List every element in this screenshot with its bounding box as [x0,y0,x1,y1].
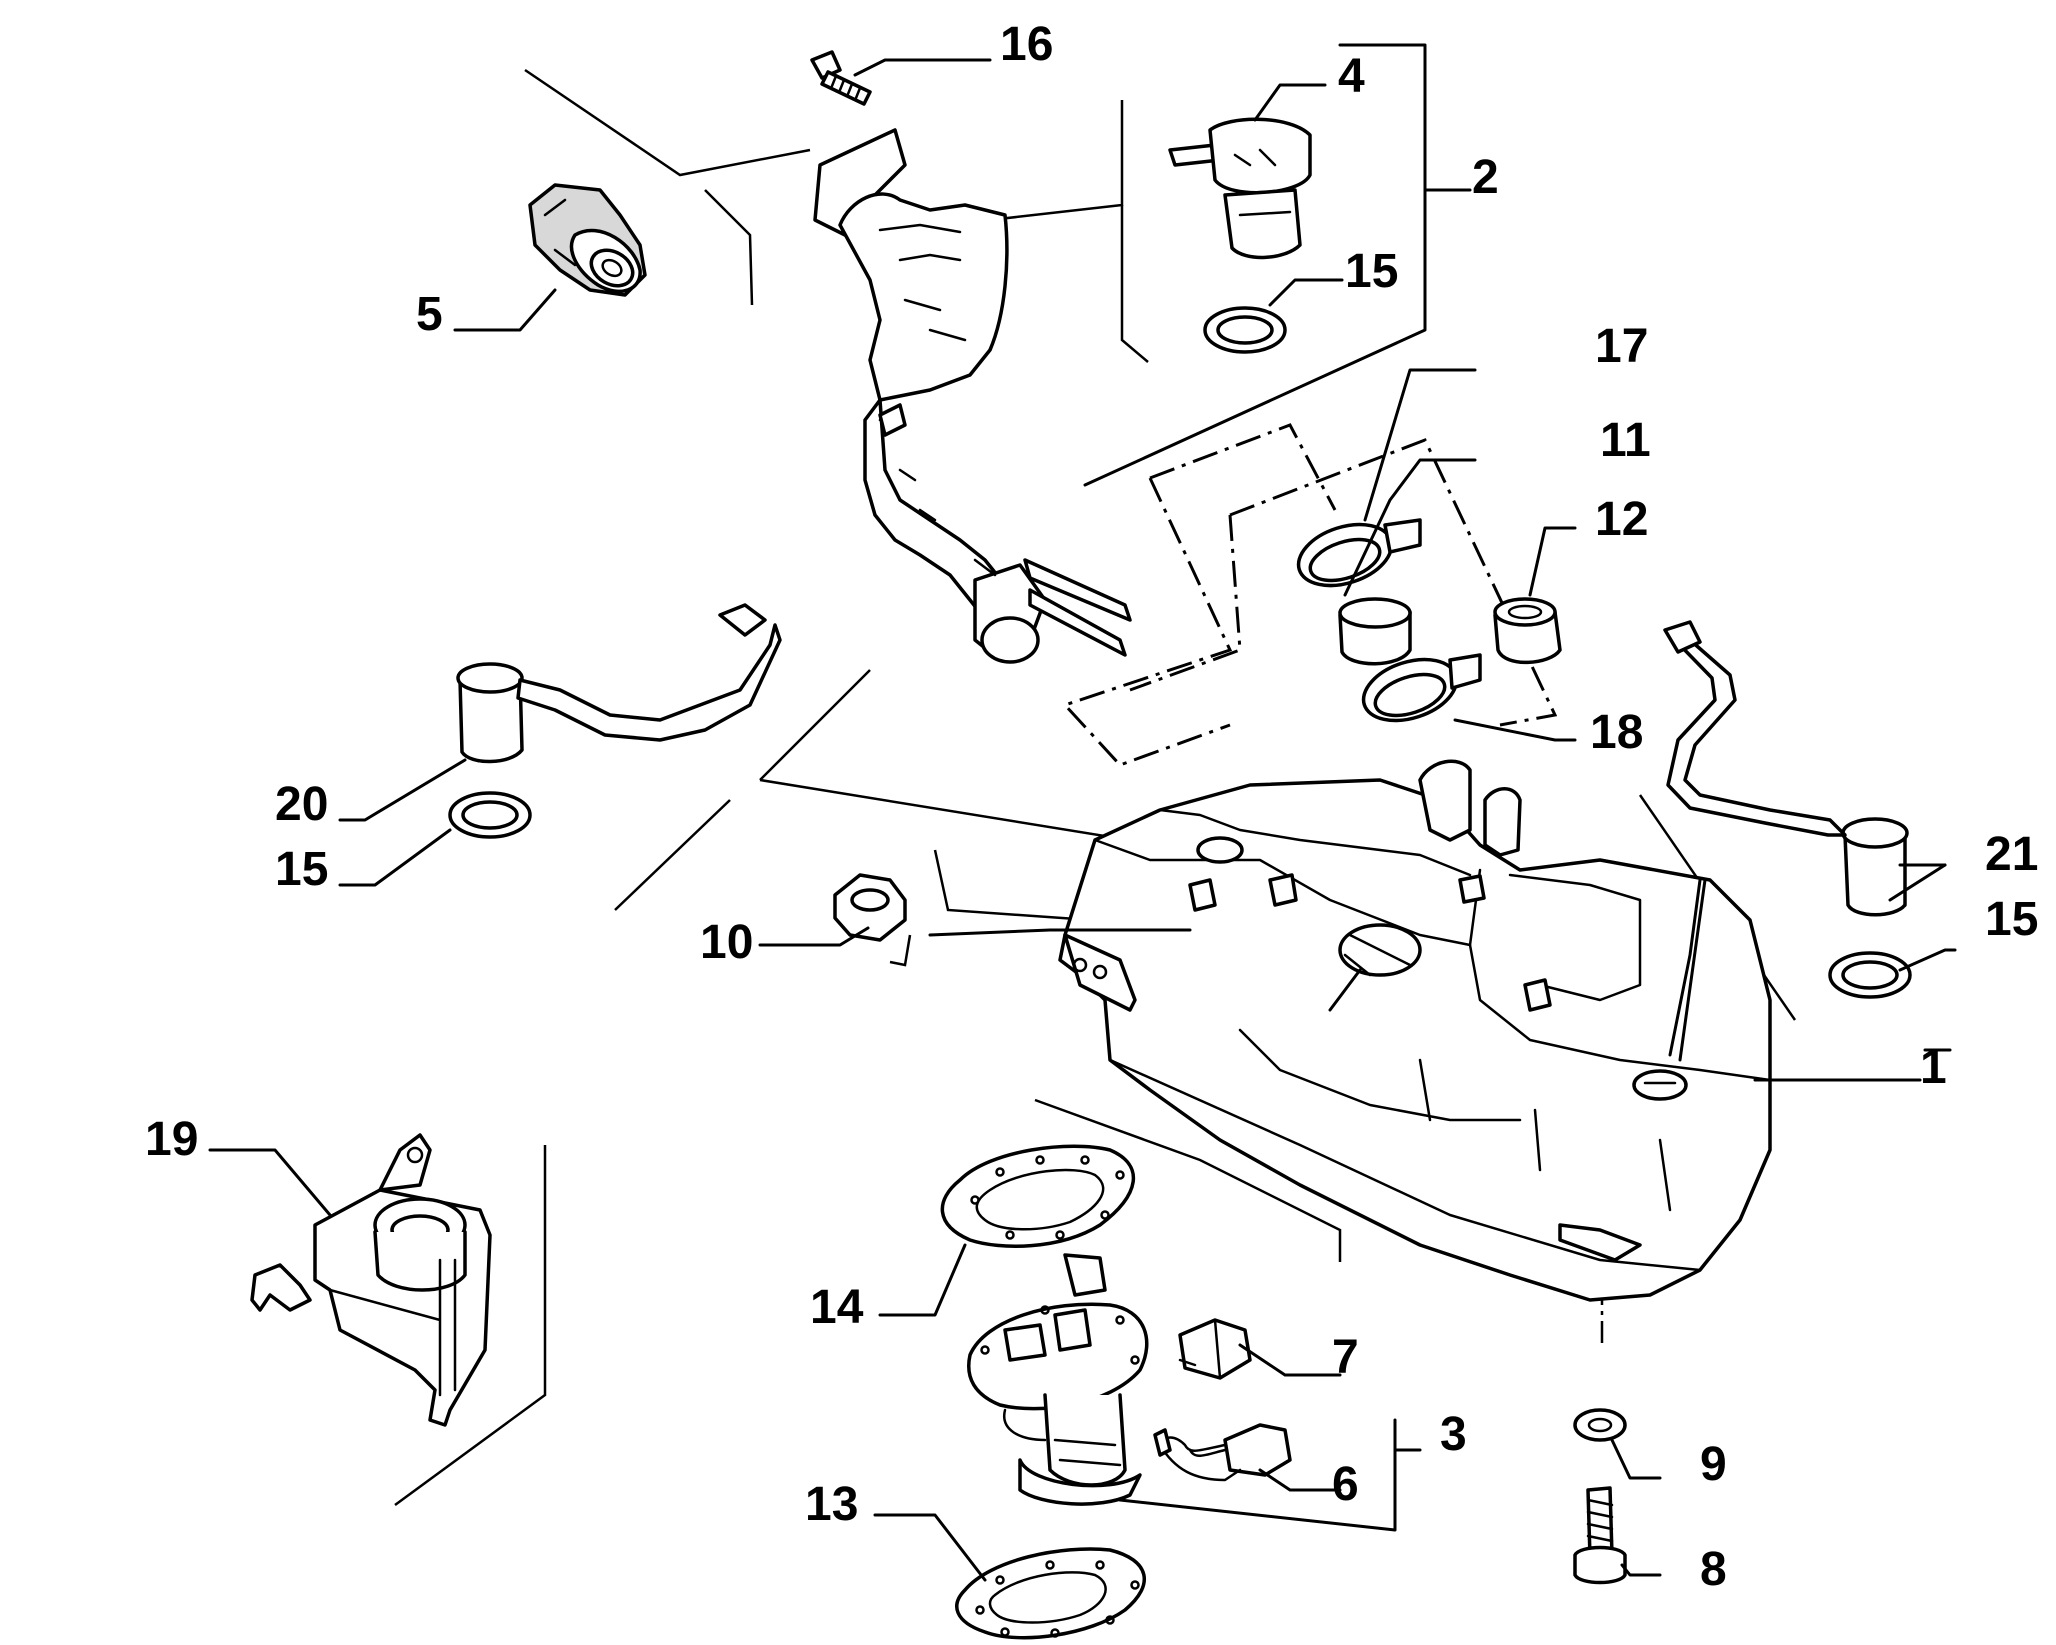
sealing-ring-part-15-left [448,791,532,839]
callout-labels: 16 4 2 15 5 17 11 12 18 20 15 21 15 10 1… [145,18,2038,1596]
callout-17: 17 [1595,320,1648,373]
callout-1: 1 [1920,1041,1947,1094]
sender-part-21 [1663,620,1909,917]
callout-7: 7 [1332,1331,1359,1384]
fuel-tank-part-1 [1058,759,1772,1302]
hose-clamp-part-18 [1361,653,1482,723]
callout-12: 12 [1595,493,1648,546]
wiring-harness-part-6 [1153,1423,1292,1482]
hose-assembly-brackets [1062,423,1558,767]
screw-part-16 [810,50,872,106]
callout-5: 5 [416,288,443,341]
callout-2: 2 [1472,151,1499,204]
callout-8: 8 [1700,1543,1727,1596]
bracket-part-19 [250,1133,492,1427]
filler-neck-assembly [813,128,1132,664]
callout-14: 14 [810,1281,864,1334]
connector-part-7 [1178,1318,1252,1380]
callout-13: 13 [805,1478,858,1531]
sender-part-20 [456,603,782,764]
callout-6: 6 [1332,1458,1359,1511]
gasket-part-13 [955,1547,1146,1640]
nut-part-10 [833,873,907,942]
callout-11: 11 [1600,414,1651,467]
sealing-ring-part-15-right [1828,951,1912,999]
callout-16: 16 [1000,18,1053,71]
fuel-pump-part-3 [967,1253,1149,1506]
hose-sleeve-part-11 [1338,597,1412,666]
callout-15-top: 15 [1345,245,1398,298]
callout-20: 20 [275,778,328,831]
washer-part-9 [1573,1408,1627,1442]
callout-15-left: 15 [275,843,328,896]
valve-part-4 [1168,117,1312,260]
callout-19: 19 [145,1113,198,1166]
leader-lines [208,43,1957,1582]
callout-15-right: 15 [1985,893,2038,946]
callout-4: 4 [1338,50,1365,103]
callout-18: 18 [1590,706,1643,759]
bolt-part-8 [1573,1486,1627,1585]
gasket-part-14 [940,1144,1136,1248]
hose-clamp-part-17 [1296,518,1422,588]
callout-9: 9 [1700,1438,1727,1491]
callout-21: 21 [1985,828,2038,881]
grommet-part-12 [1493,597,1562,665]
sealing-ring-part-15-top [1203,306,1287,354]
callout-10: 10 [700,916,753,969]
filler-cap-part-5 [528,183,647,297]
callout-3: 3 [1440,1408,1467,1461]
